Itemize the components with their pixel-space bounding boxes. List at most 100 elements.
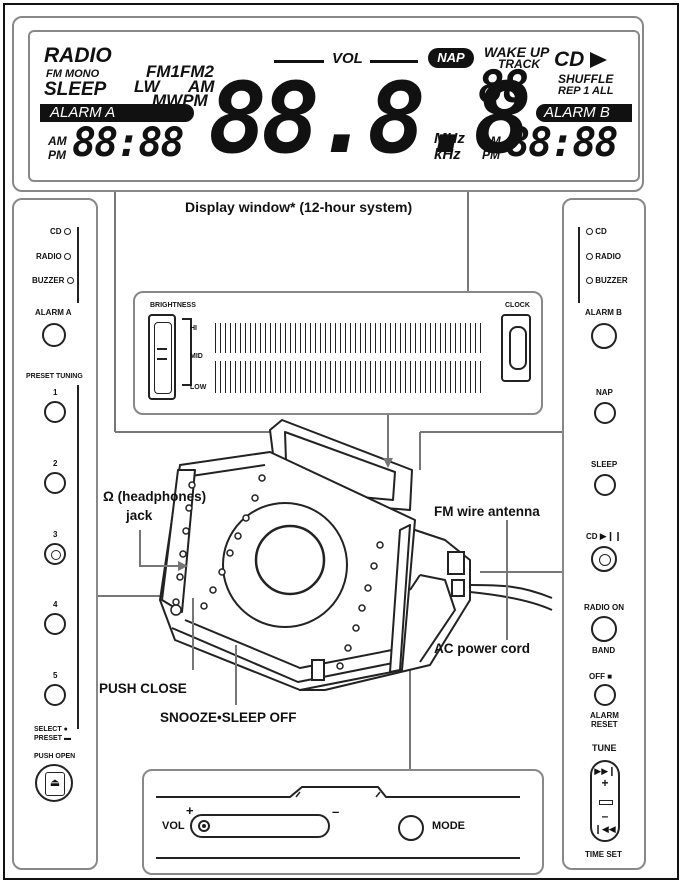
cd-play-pause-button[interactable]	[591, 546, 617, 572]
jack-callout: jack	[126, 508, 153, 523]
right-bracket	[578, 227, 580, 303]
lcd-track: TRACK	[498, 57, 540, 71]
clock-label: CLOCK	[505, 302, 530, 309]
lcd-cd: CD	[554, 48, 585, 71]
preset-1-button[interactable]	[44, 401, 66, 423]
lcd-rep: REP 1 ALL	[558, 85, 614, 97]
low-label: LOW	[190, 384, 207, 391]
off-alarm-reset-button[interactable]	[594, 684, 616, 706]
lcd-track-digits: 88	[478, 62, 529, 113]
right-panel	[562, 198, 646, 870]
preset-4-button[interactable]	[44, 613, 66, 635]
sleep-button[interactable]	[594, 474, 616, 496]
left-radio-label: RADIO	[36, 252, 72, 261]
buzzer-led-icon	[66, 277, 74, 285]
preset-2-button[interactable]	[44, 472, 66, 494]
display-caption: Display window* (12-hour system)	[185, 199, 413, 215]
stop-icon: ■	[607, 672, 613, 681]
vol-label: VOL	[162, 820, 185, 832]
lcd-pm-b: PM	[482, 148, 500, 162]
left-cd-label: CD	[50, 227, 71, 236]
lcd-nap: NAP	[437, 50, 465, 65]
preset-tuning-label: PRESET TUNING	[26, 373, 83, 380]
vol-knob[interactable]	[198, 820, 210, 832]
alarm-b-button[interactable]	[591, 323, 617, 349]
sleep-label: SLEEP	[591, 460, 618, 469]
band-label: BAND	[592, 646, 616, 655]
right-cd-label: CD	[586, 227, 607, 236]
lcd-am: AM	[48, 134, 67, 148]
diagram-frame	[3, 3, 679, 880]
reset-label: RESET	[591, 720, 618, 729]
alarm-a-bar: ALARM A	[40, 104, 194, 122]
lcd-clock-b: 88:88	[506, 120, 618, 166]
slider-knob[interactable]	[157, 348, 167, 360]
preset-3-button[interactable]	[44, 543, 66, 565]
brightness-slider[interactable]	[148, 314, 176, 400]
lcd-window: RADIO FM MONO SLEEP FM1FM2 LW AM MWPM VO…	[28, 30, 640, 182]
lcd-wake-up: WAKE UP	[484, 44, 550, 60]
preset-5-label: 5	[53, 671, 58, 680]
play-icon	[590, 52, 607, 68]
vol-bar-left	[274, 60, 324, 63]
snooze-callout: SNOOZE•SLEEP OFF	[160, 710, 297, 725]
push-open-label: PUSH OPEN	[34, 753, 76, 760]
alarm-b-bar: ALARM B	[536, 104, 632, 122]
left-alarm-a-label: ALARM A	[35, 308, 72, 317]
radio-on-label: RADIO ON	[584, 603, 624, 612]
tactile-dot-icon	[599, 554, 611, 566]
slider-track	[154, 322, 172, 394]
lcd-shuffle: SHUFFLE	[558, 72, 614, 86]
preset-1-label: 1	[53, 388, 58, 397]
headphones-icon: Ω	[103, 489, 114, 504]
lcd-pm: PM	[48, 148, 66, 162]
lcd-sleep: SLEEP	[44, 79, 107, 100]
clock-slider[interactable]	[501, 314, 531, 382]
radio-on-band-button[interactable]	[591, 616, 617, 642]
fm-antenna-callout: FM wire antenna	[434, 504, 540, 519]
right-alarm-b-label: ALARM B	[585, 308, 622, 317]
lcd-fm1fm2: FM1FM2	[146, 62, 214, 81]
lcd-clock-a: 88:88	[72, 120, 184, 166]
lcd-mhz: MHz	[434, 130, 465, 147]
cd-led-icon	[63, 228, 71, 236]
off-label: OFF ■	[589, 672, 613, 681]
left-bracket	[77, 227, 79, 303]
mode-label: MODE	[432, 820, 465, 832]
right-radio-label: RADIO	[586, 252, 621, 261]
next-icon: ▶▶❙	[594, 766, 616, 776]
vol-slider[interactable]	[190, 814, 330, 838]
lcd-fm-mono: FM MONO	[46, 68, 100, 80]
nap-button[interactable]	[594, 402, 616, 424]
vol-minus: –	[332, 804, 340, 819]
alarm-a-button[interactable]	[42, 323, 66, 347]
lcd-alarm-b: ALARM B	[544, 104, 610, 121]
preset-5-button[interactable]	[44, 684, 66, 706]
preset-4-label: 4	[53, 600, 58, 609]
left-buzzer-label: BUZZER	[32, 276, 74, 285]
push-close-callout: PUSH CLOSE	[99, 681, 187, 696]
tune-plus: +	[601, 776, 609, 790]
alarm-label: ALARM	[590, 711, 619, 720]
hi-label: HI	[190, 325, 197, 332]
lcd-alarm-a: ALARM A	[50, 104, 116, 121]
vol-bar-right	[370, 60, 418, 63]
rocker-divider	[599, 800, 613, 805]
time-set-label: TIME SET	[585, 850, 622, 859]
mode-button[interactable]	[398, 815, 424, 841]
tune-rocker[interactable]: ▶▶❙ + – ❙◀◀	[590, 760, 620, 842]
radio-led-icon	[64, 253, 72, 261]
grille-gap	[213, 353, 485, 361]
cd-led-icon	[586, 228, 593, 236]
headphones-callout: Ω (headphones)	[103, 489, 207, 504]
lcd-nap-badge: NAP	[428, 48, 474, 68]
radio-led-icon	[586, 253, 593, 261]
push-open-button[interactable]: ⏏	[35, 764, 73, 802]
eject-icon: ⏏	[45, 772, 65, 796]
vol-plus: +	[186, 803, 194, 818]
lcd-vol: VOL	[332, 50, 363, 67]
right-buzzer-label: BUZZER	[586, 276, 628, 285]
lcd-radio: RADIO	[44, 44, 112, 67]
